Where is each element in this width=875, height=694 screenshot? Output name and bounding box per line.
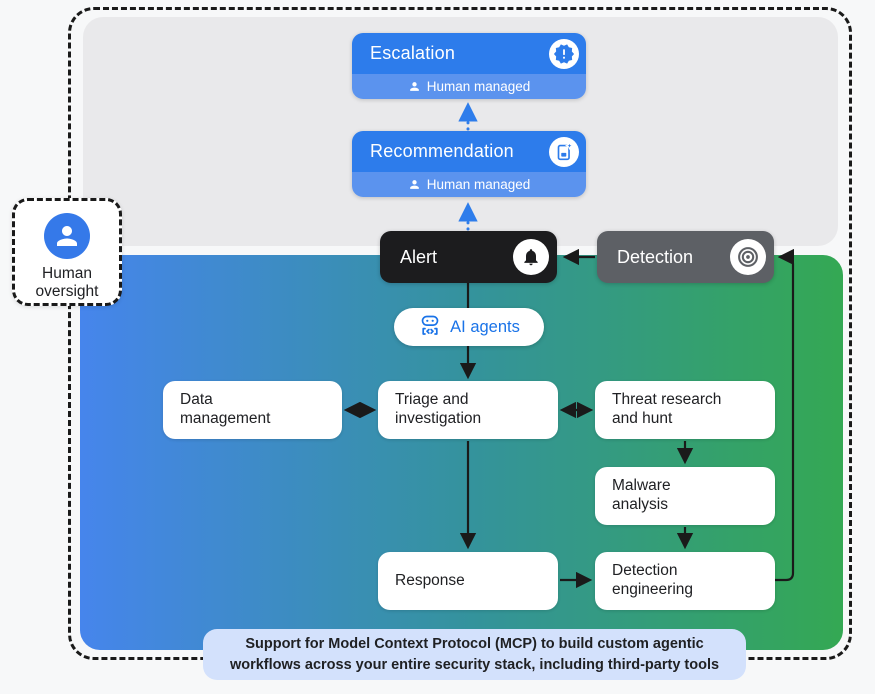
ai-agents-pill: AI agents: [394, 308, 544, 346]
alert-label: Alert: [400, 246, 438, 267]
node-malware-analysis: Malware analysis: [595, 467, 775, 525]
mcp-support-note: Support for Model Context Protocol (MCP)…: [203, 629, 746, 680]
escalation-managed-label: Human managed: [426, 79, 531, 94]
escalation-label: Escalation: [370, 43, 456, 63]
robot-icon: [418, 313, 442, 342]
escalation-card: Escalation Human managed: [352, 33, 586, 99]
new-releases-icon: [549, 38, 579, 69]
node-threat-research-hunt: Threat research and hunt: [595, 381, 775, 439]
recommendation-managed-label: Human managed: [426, 177, 531, 192]
person-icon: [409, 180, 419, 189]
recommendation-card: Recommendation Human managed: [352, 131, 586, 197]
human-oversight-card: Human oversight: [12, 198, 122, 306]
bell-icon: [513, 239, 549, 275]
node-triage-investigation: Triage and investigation: [378, 381, 558, 439]
node-data-management: Data management: [163, 381, 342, 439]
ai-agents-label: AI agents: [450, 317, 520, 336]
node-response: Response: [378, 552, 558, 610]
smart-doc-icon: [549, 136, 579, 167]
target-icon: [730, 239, 766, 275]
human-oversight-label: Human oversight: [35, 265, 99, 301]
detection-label: Detection: [617, 246, 694, 267]
person-icon: [44, 213, 90, 259]
recommendation-label: Recommendation: [370, 141, 514, 161]
detection-chip: Detection: [597, 231, 774, 283]
alert-chip: Alert: [380, 231, 557, 283]
node-detection-engineering: Detection engineering: [595, 552, 775, 610]
person-icon: [409, 82, 419, 91]
